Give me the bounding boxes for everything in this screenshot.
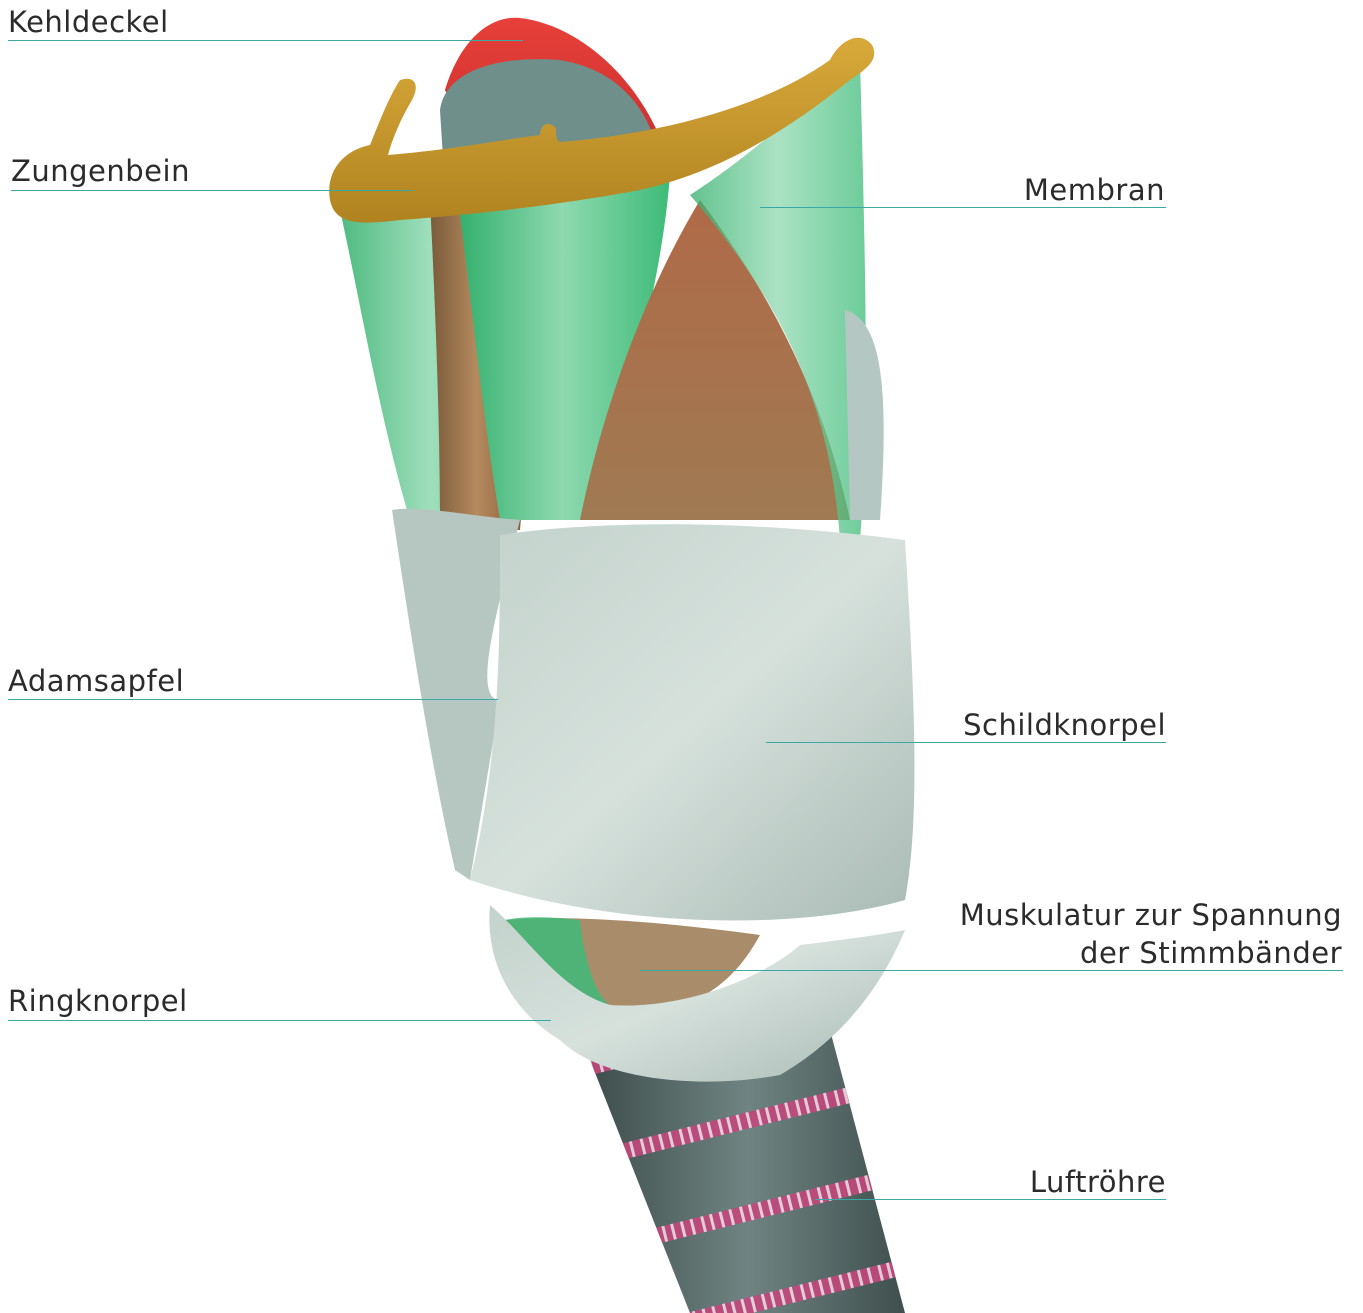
label-membran: Membran [1024,176,1165,205]
leader-schildknorpel [766,742,1166,743]
leader-adamsapfel [8,699,498,700]
label-zungenbein: Zungenbein [11,157,190,186]
leader-zungenbein [11,190,413,191]
label-luftroehre: Luftröhre [1030,1168,1166,1197]
label-muskulatur-line1: Muskulatur zur Spannung [960,901,1342,930]
label-adamsapfel: Adamsapfel [8,667,184,696]
thyroid-cartilage [392,509,914,921]
leader-membran [760,207,1166,208]
label-muskulatur-line2: der Stimmbänder [1080,939,1342,968]
leader-ringknorpel [8,1020,551,1021]
label-schildknorpel: Schildknorpel [963,711,1166,740]
label-ringknorpel: Ringknorpel [8,987,188,1016]
label-kehldeckel: Kehldeckel [8,8,169,37]
leader-luftroehre [815,1199,1166,1200]
leader-muskulatur [640,970,1343,971]
leader-kehldeckel [8,40,523,41]
